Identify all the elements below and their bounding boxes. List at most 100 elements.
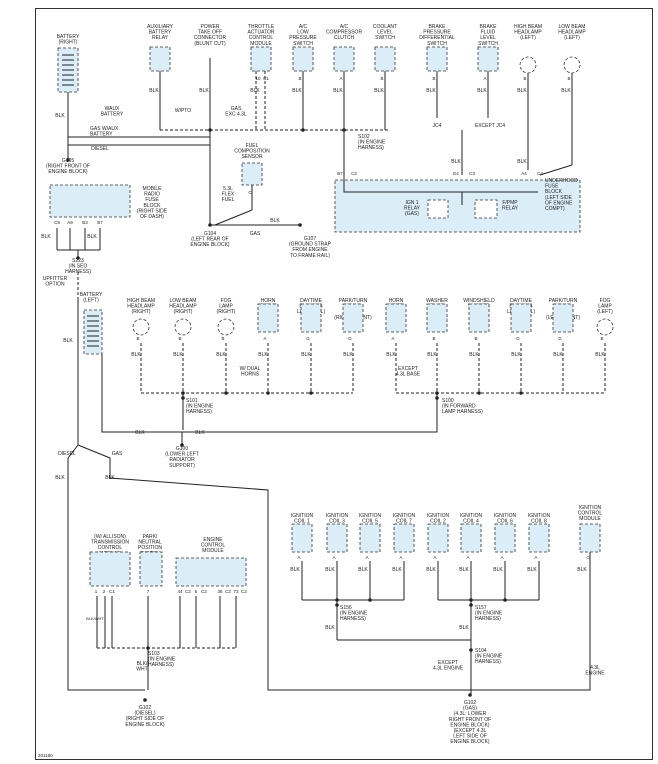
pin-label: 44 xyxy=(177,589,183,594)
wire-label: BLK xyxy=(527,567,537,573)
pin-label: B xyxy=(298,76,301,81)
diesel-label: DIESEL xyxy=(91,146,109,152)
splice-dot xyxy=(335,603,339,607)
wire-label: BLK xyxy=(427,352,437,358)
pin-label: 10 xyxy=(255,76,261,81)
battery-right-label: BATTERY(RIGHT) xyxy=(57,34,80,46)
pin-label: 1 xyxy=(95,589,98,594)
wire-label: BLK/WHT xyxy=(136,661,148,673)
pin-label: A xyxy=(466,555,469,560)
wire xyxy=(539,164,573,176)
splice-dot xyxy=(208,223,212,227)
wire-label: BLK/WHT xyxy=(86,616,104,621)
pin-label: C2 xyxy=(201,589,207,594)
splice-dot xyxy=(477,391,481,395)
wire xyxy=(214,209,253,226)
wire-label: BLK xyxy=(105,475,115,481)
wire-label: BLK xyxy=(392,567,402,573)
splice-dot xyxy=(301,128,305,132)
pnp-box xyxy=(139,551,163,587)
splice-dot xyxy=(309,391,313,395)
ignition-coil-box xyxy=(528,523,550,553)
pin-label: A xyxy=(399,555,402,560)
ignition-coil-box xyxy=(326,523,348,553)
pin-label: A xyxy=(297,555,300,560)
pin-label: C4 xyxy=(537,171,543,176)
wire-label: BLK xyxy=(301,352,311,358)
splice-dot xyxy=(208,128,212,132)
splice-dot xyxy=(181,396,185,400)
wire-label: BLK xyxy=(63,338,73,344)
wire-label: BLK xyxy=(517,159,527,165)
splice-dot xyxy=(468,693,472,697)
ignition-coil-box xyxy=(291,523,313,553)
ignition-coil-box xyxy=(494,523,516,553)
pin-label: C2 xyxy=(185,589,191,594)
wire-label: BLK xyxy=(325,625,335,631)
wire-label: BLK xyxy=(325,567,335,573)
wire-label: BLK xyxy=(511,352,521,358)
pin-label: B xyxy=(523,76,526,81)
pin-label: B xyxy=(178,336,181,341)
pin-label: C1 xyxy=(263,76,269,81)
ign1-relay-icon xyxy=(427,199,449,219)
wire-label: BLK xyxy=(149,88,159,94)
splice-dot xyxy=(266,391,270,395)
except-jc4-label: EXCEPT JC4 xyxy=(475,123,505,129)
wire-label: BLK xyxy=(55,113,65,119)
splice-dot xyxy=(342,128,346,132)
diesel-label: DIESEL xyxy=(58,451,76,457)
pin-label: A xyxy=(500,555,503,560)
pin-label: A xyxy=(332,555,335,560)
wire-label: BLK xyxy=(553,352,563,358)
wire-label: BLK xyxy=(426,567,436,573)
component-box xyxy=(300,303,322,333)
hb-headlamp-left-icon xyxy=(519,56,537,74)
pin-label: G xyxy=(348,336,352,341)
lamp-icon xyxy=(174,318,192,336)
splice-dot xyxy=(469,603,473,607)
component-box xyxy=(552,303,574,333)
ignition-coil-box xyxy=(460,523,482,553)
jc4-label: JC4 xyxy=(433,123,442,129)
splice-dot xyxy=(435,396,439,400)
brake-fluid-box xyxy=(477,46,499,72)
wire-label: BLK xyxy=(561,88,571,94)
pin-label: C9 xyxy=(54,220,60,225)
splice-dot xyxy=(76,256,80,260)
pin-label: A xyxy=(433,555,436,560)
lamp-icon xyxy=(132,318,150,336)
underhood-fuse-block xyxy=(334,179,581,233)
pin-label: C1 xyxy=(109,589,115,594)
pin-label: A xyxy=(534,555,537,560)
aux-battery-relay-box xyxy=(149,46,171,72)
wire-label: BLK xyxy=(41,234,51,240)
